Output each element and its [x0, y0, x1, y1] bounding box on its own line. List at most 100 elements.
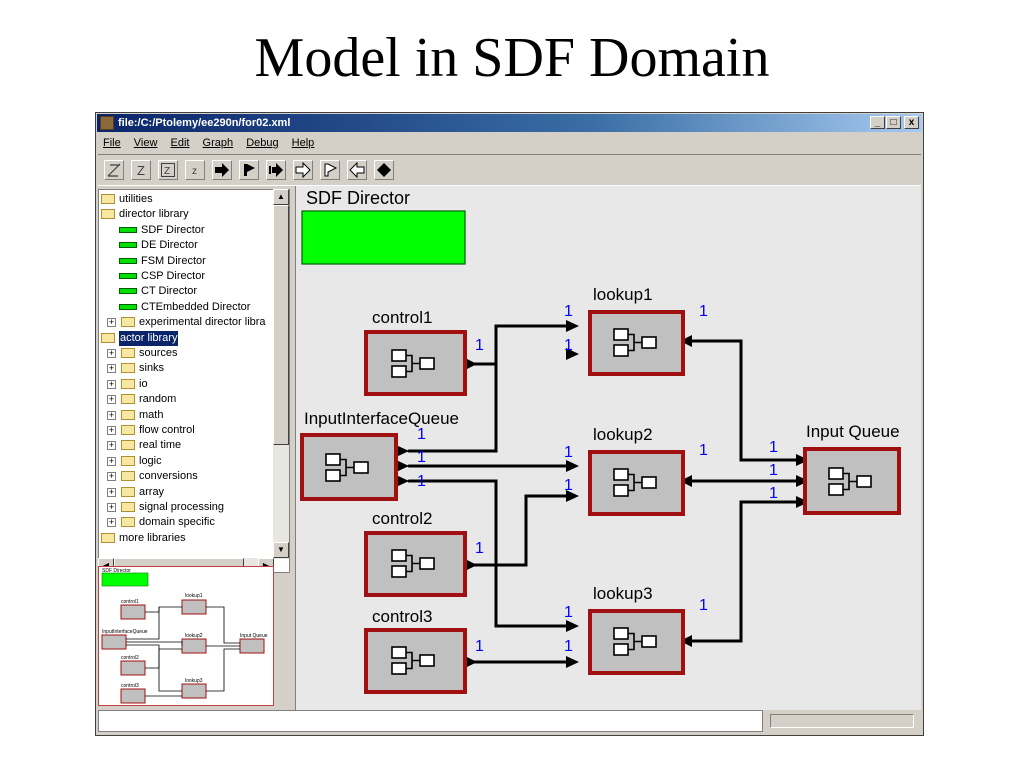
- zoom-in-button[interactable]: Z: [131, 160, 151, 180]
- folder-icon: [121, 486, 135, 497]
- tree-item-experimental-director-libra[interactable]: +experimental director libra: [99, 315, 275, 330]
- scroll-up-arrow-icon[interactable]: ▲: [273, 189, 289, 205]
- tree-item-utilities[interactable]: utilities: [99, 192, 275, 207]
- expand-plus-icon[interactable]: +: [107, 317, 116, 328]
- overview-label-lookup3: lookup3: [185, 678, 203, 684]
- tree-item-sources[interactable]: +sources: [99, 346, 275, 361]
- expand-plus-icon[interactable]: +: [107, 409, 116, 420]
- tree-item-random[interactable]: +random: [99, 392, 275, 407]
- folder-icon: [121, 471, 135, 482]
- minimize-button[interactable]: _: [870, 116, 885, 129]
- tree-item-ct-director[interactable]: CT Director: [99, 284, 275, 299]
- zoom-fit-button[interactable]: Z: [158, 160, 178, 180]
- zoom-reset-button[interactable]: [104, 160, 124, 180]
- overview-director-label: SDF Director: [102, 568, 131, 574]
- back-button[interactable]: [347, 160, 367, 180]
- tree-item-math[interactable]: + math: [99, 408, 275, 423]
- expand-plus-icon[interactable]: +: [107, 394, 116, 405]
- expand-plus-icon[interactable]: +: [107, 440, 116, 451]
- tree-item-sinks[interactable]: +sinks: [99, 361, 275, 376]
- expand-plus-icon[interactable]: +: [107, 363, 116, 374]
- tree-item-label: flow control: [139, 424, 195, 436]
- tree-item-array[interactable]: +array: [99, 485, 275, 500]
- title-bar[interactable]: file:/C:/Ptolemy/ee290n/for02.xml _ □ x: [97, 114, 922, 132]
- tree-item-logic[interactable]: +logic: [99, 454, 275, 469]
- director-icon: [119, 226, 137, 233]
- actor-label-lookup2: lookup2: [593, 425, 653, 444]
- tree-item-actor-library[interactable]: actor library: [99, 330, 275, 346]
- folder-open-icon: [101, 332, 115, 343]
- actor-control2: control2: [364, 509, 467, 597]
- tree-item-real-time[interactable]: + real time: [99, 438, 275, 453]
- actor-lookup1: lookup1: [588, 285, 685, 376]
- tree-item-label: math: [139, 408, 164, 421]
- menu-bar: File View Edit Graph Debug Help: [98, 135, 921, 152]
- tree-item-flow-control[interactable]: + flow control: [99, 423, 275, 438]
- tree-item-label: utilities: [119, 193, 153, 205]
- expand-plus-icon[interactable]: +: [107, 455, 116, 466]
- menu-graph[interactable]: Graph: [202, 137, 234, 149]
- graph-overview-panel[interactable]: SDF Director control1 lookup1 InputInter…: [98, 566, 274, 706]
- menu-debug[interactable]: Debug: [246, 137, 279, 149]
- tree-item-sdf-director[interactable]: SDF Director: [99, 223, 275, 238]
- tree-item-label: CT Director: [141, 285, 198, 298]
- graph-canvas[interactable]: SDF Director: [295, 186, 921, 710]
- tree-vertical-scrollbar[interactable]: ▲ ▼: [273, 189, 289, 559]
- overview-label-iiq: InputInterfaceQueue: [102, 629, 148, 635]
- tree-item-io[interactable]: +io: [99, 377, 275, 392]
- rate-lookup2-in-b: 1: [564, 477, 573, 494]
- scroll-thumb[interactable]: [273, 205, 289, 445]
- tree-item-label: SDF Director: [141, 223, 205, 236]
- tree-item-conversions[interactable]: +conversions: [99, 469, 275, 484]
- rate-lookup1-in-a: 1: [564, 303, 573, 320]
- zoom-out-button[interactable]: z: [185, 160, 205, 180]
- step-button[interactable]: [320, 160, 340, 180]
- ptolemy-app-icon: [100, 116, 114, 130]
- expand-plus-icon[interactable]: +: [107, 348, 116, 358]
- expand-plus-icon[interactable]: +: [107, 471, 116, 482]
- zoom-in-label: Z: [137, 163, 145, 178]
- tree-item-label: actor library: [119, 330, 179, 346]
- tree-item-ctembedded-director[interactable]: CTEmbedded Director: [99, 300, 275, 315]
- folder-icon: [121, 363, 135, 374]
- menu-file[interactable]: File: [103, 137, 121, 149]
- resume-arrow-icon: [269, 163, 283, 177]
- rate-iiq-out-a: 1: [417, 426, 426, 443]
- expand-plus-icon[interactable]: +: [107, 425, 116, 435]
- tree-item-label: real time: [139, 439, 182, 452]
- scroll-down-arrow-icon[interactable]: ▼: [273, 542, 289, 558]
- expand-plus-icon[interactable]: +: [107, 517, 116, 528]
- step-flag-icon: [324, 163, 338, 177]
- menu-view[interactable]: View: [133, 137, 158, 149]
- folder-open-icon: [101, 209, 115, 220]
- window-title: file:/C:/Ptolemy/ee290n/for02.xml: [118, 117, 291, 129]
- tree-item-fsm-director[interactable]: FSM Director: [99, 254, 275, 269]
- folder-icon: [121, 409, 135, 420]
- tree-item-label: signal processing: [139, 501, 224, 513]
- stop-button[interactable]: [293, 160, 313, 180]
- relation-button[interactable]: [374, 160, 394, 180]
- rate-control3-out: 1: [475, 638, 484, 655]
- tree-item-csp-director[interactable]: CSP Director: [99, 269, 275, 284]
- expand-plus-icon[interactable]: +: [107, 502, 116, 512]
- folder-icon: [121, 517, 135, 528]
- menu-edit[interactable]: Edit: [170, 137, 190, 149]
- expand-plus-icon[interactable]: +: [107, 378, 116, 389]
- vergil-window: file:/C:/Ptolemy/ee290n/for02.xml _ □ x …: [95, 112, 924, 736]
- zoom-out-label: z: [192, 166, 197, 177]
- maximize-button[interactable]: □: [886, 116, 901, 129]
- pause-button[interactable]: [239, 160, 259, 180]
- tree-item-signal-processing[interactable]: + signal processing: [99, 500, 275, 515]
- tree-item-more-libraries[interactable]: more libraries: [99, 531, 275, 546]
- tree-item-de-director[interactable]: DE Director: [99, 238, 275, 253]
- menu-help[interactable]: Help: [291, 137, 315, 149]
- director-icon: [119, 242, 137, 249]
- tree-item-domain-specific[interactable]: +domain specific: [99, 515, 275, 530]
- run-button[interactable]: [212, 160, 232, 180]
- tree-item-label: CSP Director: [141, 270, 205, 282]
- expand-plus-icon[interactable]: +: [107, 486, 116, 497]
- resume-button[interactable]: [266, 160, 286, 180]
- tree-item-director-library[interactable]: director library: [99, 207, 275, 222]
- close-button[interactable]: x: [904, 116, 919, 129]
